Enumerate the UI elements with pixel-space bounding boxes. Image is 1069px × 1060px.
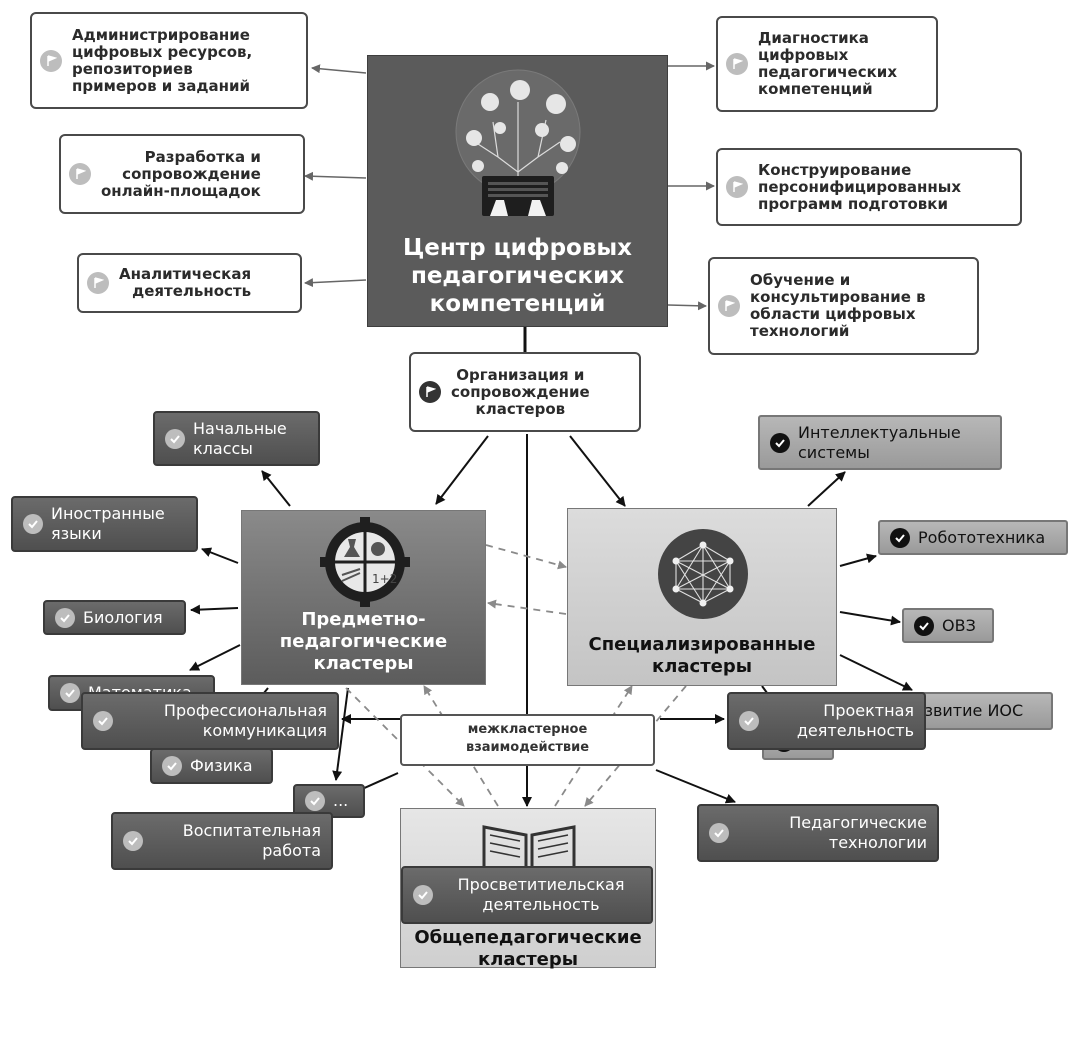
service-arrows [304, 61, 715, 311]
check-icon [93, 711, 113, 731]
service-label: Диагностика цифровых педагогических комп… [758, 29, 897, 98]
service-programs: Конструирование персонифицированных прог… [716, 148, 1022, 226]
subject-item-physics: Физика [150, 748, 273, 784]
check-icon [914, 615, 934, 636]
network-icon [658, 529, 748, 619]
flag-icon [726, 53, 748, 75]
flag-icon [40, 49, 62, 72]
check-icon [123, 831, 143, 851]
check-icon [165, 428, 185, 449]
service-label: Аналитическая деятельность [119, 265, 252, 300]
service-diagnostics: Диагностика цифровых педагогических комп… [716, 16, 938, 112]
interaction-label: межкластерное взаимодействие [400, 714, 655, 766]
check-icon [770, 432, 790, 453]
subject-item-biology: Биология [43, 600, 186, 635]
arrow-to-admin [311, 64, 367, 74]
center-title: Центр цифровых педагогических компетенци… [402, 235, 633, 317]
check-icon [413, 885, 433, 905]
center-block: Центр цифровых педагогических компетенци… [367, 55, 668, 327]
service-label: Администрирование цифровых ресурсов, реп… [72, 25, 253, 95]
service-platforms: Разработка и сопровождение онлайн-площад… [59, 134, 305, 214]
specialized-cluster-title: Специализированные кластеры [588, 634, 816, 677]
flag-icon [69, 163, 91, 185]
check-icon [709, 823, 729, 843]
specialized-cluster: Специализированные кластеры [567, 508, 837, 686]
subject-cluster-title: Предметно- педагогические кластеры [279, 609, 448, 674]
check-icon [890, 527, 910, 548]
arrow-to-specialized-cluster [569, 435, 626, 507]
check-icon [162, 756, 182, 776]
flag-icon [718, 295, 740, 317]
specialized-item-ovz: ОВЗ [902, 608, 994, 643]
flag-icon [87, 272, 109, 294]
flag-icon [419, 381, 441, 403]
flag-icon [726, 176, 748, 198]
check-icon [23, 514, 43, 534]
service-analytics: Аналитическая деятельность [77, 253, 302, 313]
check-icon [55, 607, 75, 628]
service-label: Обучение и консультирование в области ци… [750, 271, 926, 340]
check-icon [739, 711, 759, 731]
svg-text:1+2: 1+2 [372, 572, 397, 586]
check-icon [305, 791, 325, 811]
service-label: Конструирование персонифицированных прог… [758, 160, 961, 213]
general-cluster-title: Общепедагогические кластеры [414, 927, 642, 970]
specialized-item-robotics: Робототехника [878, 520, 1068, 555]
check-icon [60, 683, 80, 703]
arrow-to-platforms [304, 171, 367, 181]
organization-label: Организация и сопровождение кластеров [451, 365, 590, 418]
organization-box: Организация и сопровождение кластеров [409, 352, 641, 432]
arrow-to-training [667, 301, 707, 311]
service-label: Разработка и сопровождение онлайн-площад… [101, 147, 261, 200]
subject-cluster: 1+2 Предметно- педагогические кластеры [241, 510, 486, 685]
service-admin: Администрирование цифровых ресурсов, реп… [30, 12, 308, 109]
digital-tech-icon [455, 69, 581, 216]
arrow-to-analytics [304, 278, 367, 288]
gear-icon: 1+2 [320, 517, 410, 607]
service-training: Обучение и консультирование в области ци… [708, 257, 979, 355]
arrow-to-subject-cluster [435, 435, 489, 505]
